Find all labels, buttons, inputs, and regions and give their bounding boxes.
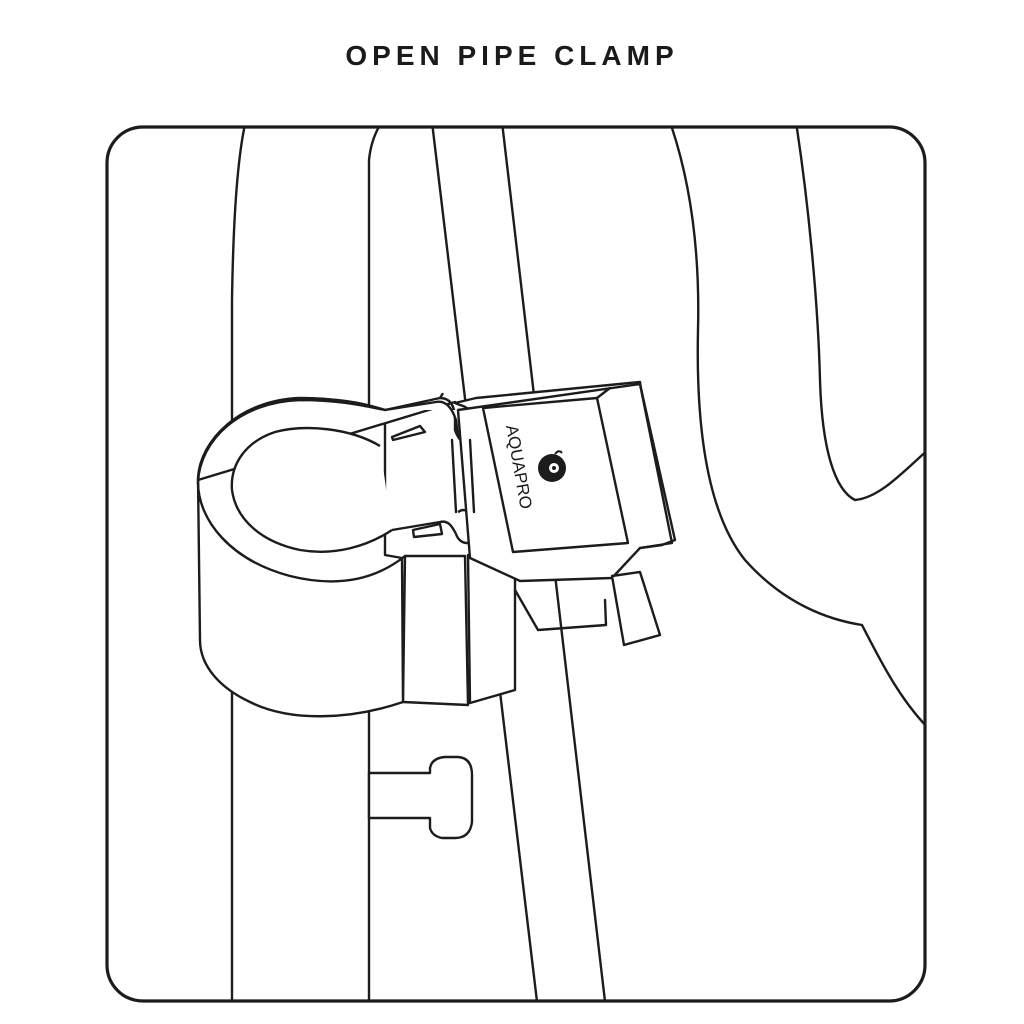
aquapro-logo-icon [538, 450, 566, 482]
clamp-ring-inner [230, 426, 393, 553]
page-title: OPEN PIPE CLAMP [345, 40, 679, 71]
jaw-gap-left [450, 438, 458, 514]
clamp-ring-outer [196, 397, 407, 583]
glass-edge-left [230, 127, 248, 1001]
clamp-mount-side [638, 382, 677, 550]
hose-outer [668, 127, 925, 732]
glass-top-under-mount [513, 588, 608, 632]
mount-plate-edge [595, 386, 612, 400]
clamp-mount-front-face [466, 553, 517, 705]
hose-inner [794, 127, 925, 502]
jaw-slot-upper [390, 424, 427, 442]
clamp-mount-inner-frame [481, 396, 630, 554]
clamp-mount-plate [456, 382, 674, 583]
frame-border [105, 125, 927, 1003]
clamp-hook-leg [610, 570, 662, 647]
small-clip [367, 755, 474, 840]
jaw-slot-lower [411, 522, 444, 539]
glass-edge-right [367, 127, 382, 1001]
jaw-gap-right [468, 438, 476, 514]
clamp-mount-bottom-face [401, 554, 470, 707]
